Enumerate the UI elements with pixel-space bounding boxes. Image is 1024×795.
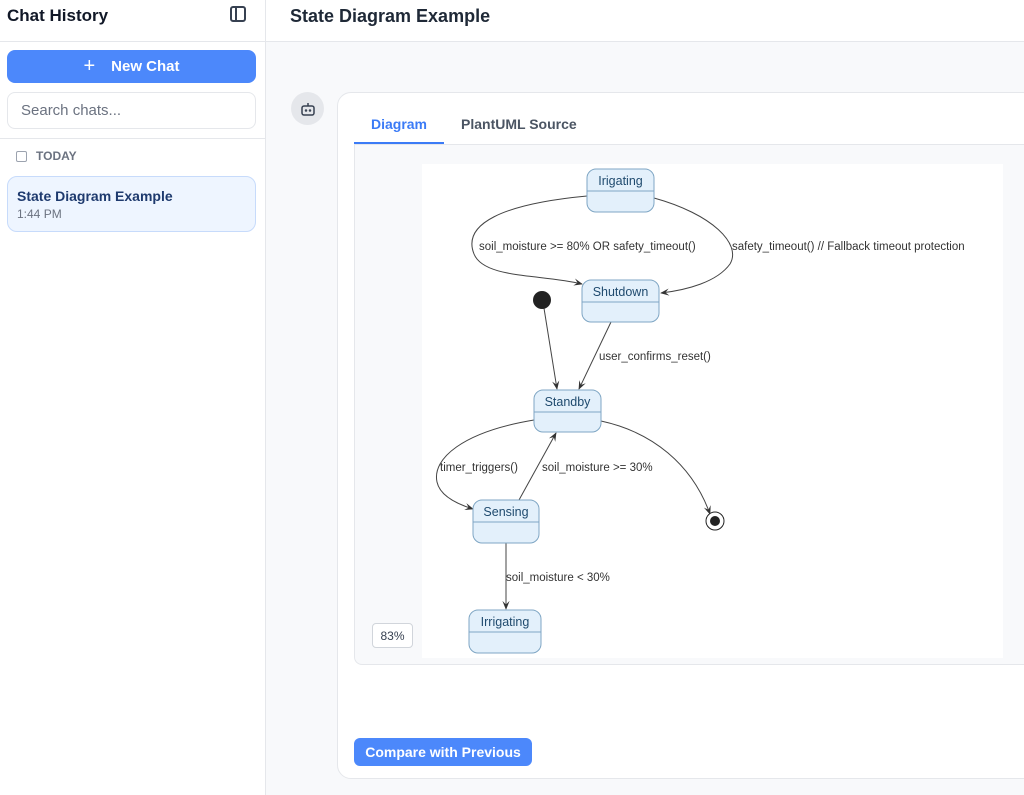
divider [354,144,1024,145]
plus-icon: + [83,55,96,77]
transition-label: soil_moisture < 30% [506,572,610,584]
sidebar-toggle-icon[interactable] [230,6,246,22]
divider [0,138,266,139]
group-label: TODAY [36,149,77,163]
transition-label: user_confirms_reset() [599,351,711,363]
transition-edge [653,197,734,296]
transition-edge [578,321,612,390]
calendar-icon [16,150,27,162]
bot-avatar [291,92,324,125]
transition-edge [435,419,535,511]
new-chat-label: New Chat [111,58,180,75]
sidebar: Chat History + New Chat TODAY State Diagr… [0,0,266,795]
state-label: Irigating [598,174,643,188]
search-input[interactable] [7,92,256,129]
state-label: Standby [545,395,592,409]
initial-state [533,291,551,309]
chat-time: 1:44 PM [17,207,62,221]
state-node: Irrigating [468,609,542,654]
state-node: Sensing [472,499,540,544]
new-chat-button[interactable]: + New Chat [7,50,256,83]
transition-edge [518,432,557,501]
state-label: Sensing [483,505,528,519]
transition-label: soil_moisture >= 80% OR safety_timeout() [479,241,696,253]
sidebar-title: Chat History [7,6,109,25]
robot-icon [300,102,315,116]
compare-with-previous-button[interactable]: Compare with Previous [354,738,532,766]
transition-label: safety_timeout() // Fallback timeout pro… [732,241,965,253]
state-node: Standby [533,389,602,433]
group-header: TODAY [16,149,77,163]
divider [0,41,266,42]
header: State Diagram Example [266,0,1024,42]
page-title: State Diagram Example [290,6,491,26]
transition-edge [600,420,711,515]
transition-edge [542,301,560,390]
transition-label: soil_moisture >= 30% [542,462,653,474]
state-label: Shutdown [593,285,649,299]
transition-edge [471,195,588,286]
transition-label: timer_triggers() [440,462,518,474]
chat-item[interactable]: State Diagram Example 1:44 PM [7,176,256,232]
tab-plantuml-source[interactable]: PlantUML Source [461,116,577,132]
state-node: Irigating [586,168,655,213]
zoom-level[interactable]: 83% [372,623,413,648]
state-label: Irrigating [481,615,530,629]
chat-title: State Diagram Example [17,188,173,204]
tab-diagram[interactable]: Diagram [354,116,444,144]
state-node: Shutdown [581,279,660,323]
